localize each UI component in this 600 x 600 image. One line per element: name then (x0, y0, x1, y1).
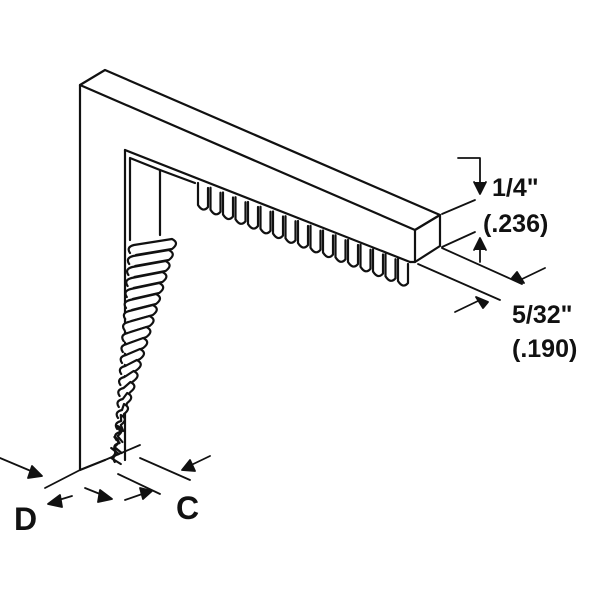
tooth (125, 259, 171, 279)
tooth (296, 219, 310, 249)
horizontal-teeth (196, 181, 410, 287)
width-decimal-label: (.190) (512, 335, 578, 363)
tooth (384, 253, 397, 282)
tooth (234, 196, 247, 225)
tooth (126, 248, 174, 268)
tooth (334, 234, 347, 263)
tooth (117, 380, 136, 400)
tooth (396, 257, 410, 287)
tooth (118, 358, 142, 378)
tooth (124, 281, 165, 301)
tooth (117, 369, 139, 389)
dimension-lines (0, 157, 546, 508)
height-fraction-label: 1/4" (492, 174, 539, 202)
tooth (127, 237, 178, 257)
tooth (371, 248, 385, 278)
strip-outline (78, 68, 442, 472)
tooth (221, 191, 235, 221)
tooth (321, 229, 335, 259)
tooth (121, 325, 152, 345)
tooth (120, 336, 149, 356)
tooth (125, 270, 168, 290)
dimension-d-label: D (14, 501, 38, 537)
tooth (209, 186, 222, 216)
tooth (115, 402, 130, 422)
tooth (121, 314, 155, 334)
tooth (116, 391, 133, 411)
height-decimal-label: (.236) (483, 210, 549, 238)
vertical-teeth (110, 237, 178, 466)
height-arrow-top (457, 157, 481, 193)
tooth (246, 200, 260, 230)
tooth (284, 215, 297, 244)
tooth (271, 210, 285, 240)
tooth (113, 435, 123, 455)
tooth (122, 303, 158, 323)
tooth (259, 205, 272, 235)
tooth (119, 347, 146, 367)
tooth (309, 224, 322, 254)
tooth (196, 181, 210, 211)
tooth (359, 243, 372, 273)
width-fraction-label: 5/32" (512, 301, 573, 329)
dimension-c-label: C (176, 490, 200, 526)
tooth (346, 238, 360, 268)
tooth (123, 292, 162, 312)
